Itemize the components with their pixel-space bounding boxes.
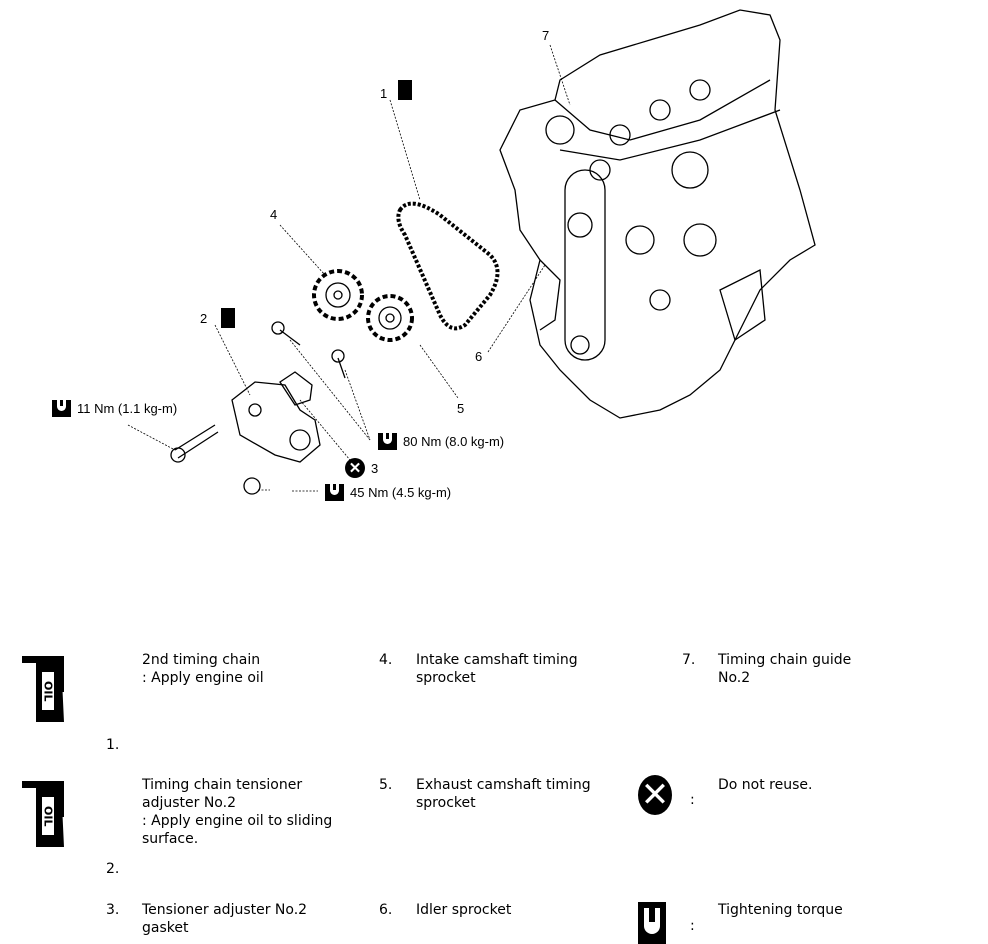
torque-value: 80 Nm (8.0 kg-m) — [403, 434, 505, 449]
legend-text-5: Exhaust camshaft timing sprocket — [416, 777, 591, 811]
legend-num-6: 6. — [379, 902, 393, 918]
exhaust-sprocket — [366, 294, 414, 342]
torque-11nm: 11 Nm (1.1 kg-m) — [52, 400, 177, 417]
callout-4: 4 — [270, 207, 278, 222]
callout-3: ✕ 3 — [345, 458, 378, 478]
legend-tightening-torque: Tightening torque — [718, 902, 843, 918]
legend-num-7: 7. — [682, 652, 696, 668]
oil-can-icon — [398, 80, 412, 100]
do-not-reuse-icon: ✕ — [638, 775, 672, 815]
legend-num-3: 3. — [106, 902, 120, 918]
torque-45nm: 45 Nm (4.5 kg-m) — [325, 484, 451, 501]
gasket — [279, 371, 313, 406]
callout-3-label: 3 — [371, 460, 379, 476]
torque-80nm: 80 Nm (8.0 kg-m) — [378, 433, 504, 450]
legend-text-1: 2nd timing chain : Apply engine oil — [142, 652, 264, 686]
legend-text-7: Timing chain guide No.2 — [718, 652, 852, 686]
legend-sep: : — [690, 792, 695, 808]
callout-7: 7 — [542, 28, 550, 43]
wrench-icon — [325, 484, 344, 501]
legend-num-5: 5. — [379, 777, 393, 793]
legend-text-2: Timing chain tensioner adjuster No.2 : A… — [142, 777, 333, 847]
timing-chain — [396, 201, 500, 331]
legend-num-4: 4. — [379, 652, 393, 668]
do-not-reuse-icon: ✕ — [345, 458, 365, 478]
legend-sep: : — [690, 918, 695, 934]
wrench-icon — [52, 400, 71, 417]
leader-lines — [127, 44, 571, 492]
engine-cylinder-head — [499, 9, 816, 419]
legend-num-1: 1. — [106, 737, 120, 753]
bolts — [170, 321, 346, 495]
intake-sprocket — [312, 269, 364, 321]
torque-value: 45 Nm (4.5 kg-m) — [350, 485, 452, 500]
callout-2: 2 — [200, 311, 208, 326]
legend-text-6: Idler sprocket — [416, 902, 512, 918]
wrench-icon — [638, 902, 666, 944]
legend-num-2: 2. — [106, 861, 120, 877]
oil-can-icon: OIL — [22, 650, 64, 722]
torque-value: 11 Nm (1.1 kg-m) — [77, 401, 178, 416]
exploded-diagram — [127, 9, 816, 495]
legend-text-4: Intake camshaft timing sprocket — [416, 652, 578, 686]
callout-1: 1 — [380, 86, 388, 101]
callout-6: 6 — [475, 349, 483, 364]
tensioner-adjuster — [231, 381, 321, 463]
wrench-icon — [378, 433, 397, 450]
oil-can-icon: OIL — [22, 775, 64, 847]
legend-do-not-reuse: Do not reuse. — [718, 777, 813, 793]
legend-text-3: Tensioner adjuster No.2 gasket — [142, 902, 308, 936]
callout-5: 5 — [457, 401, 465, 416]
oil-can-icon — [221, 308, 235, 328]
